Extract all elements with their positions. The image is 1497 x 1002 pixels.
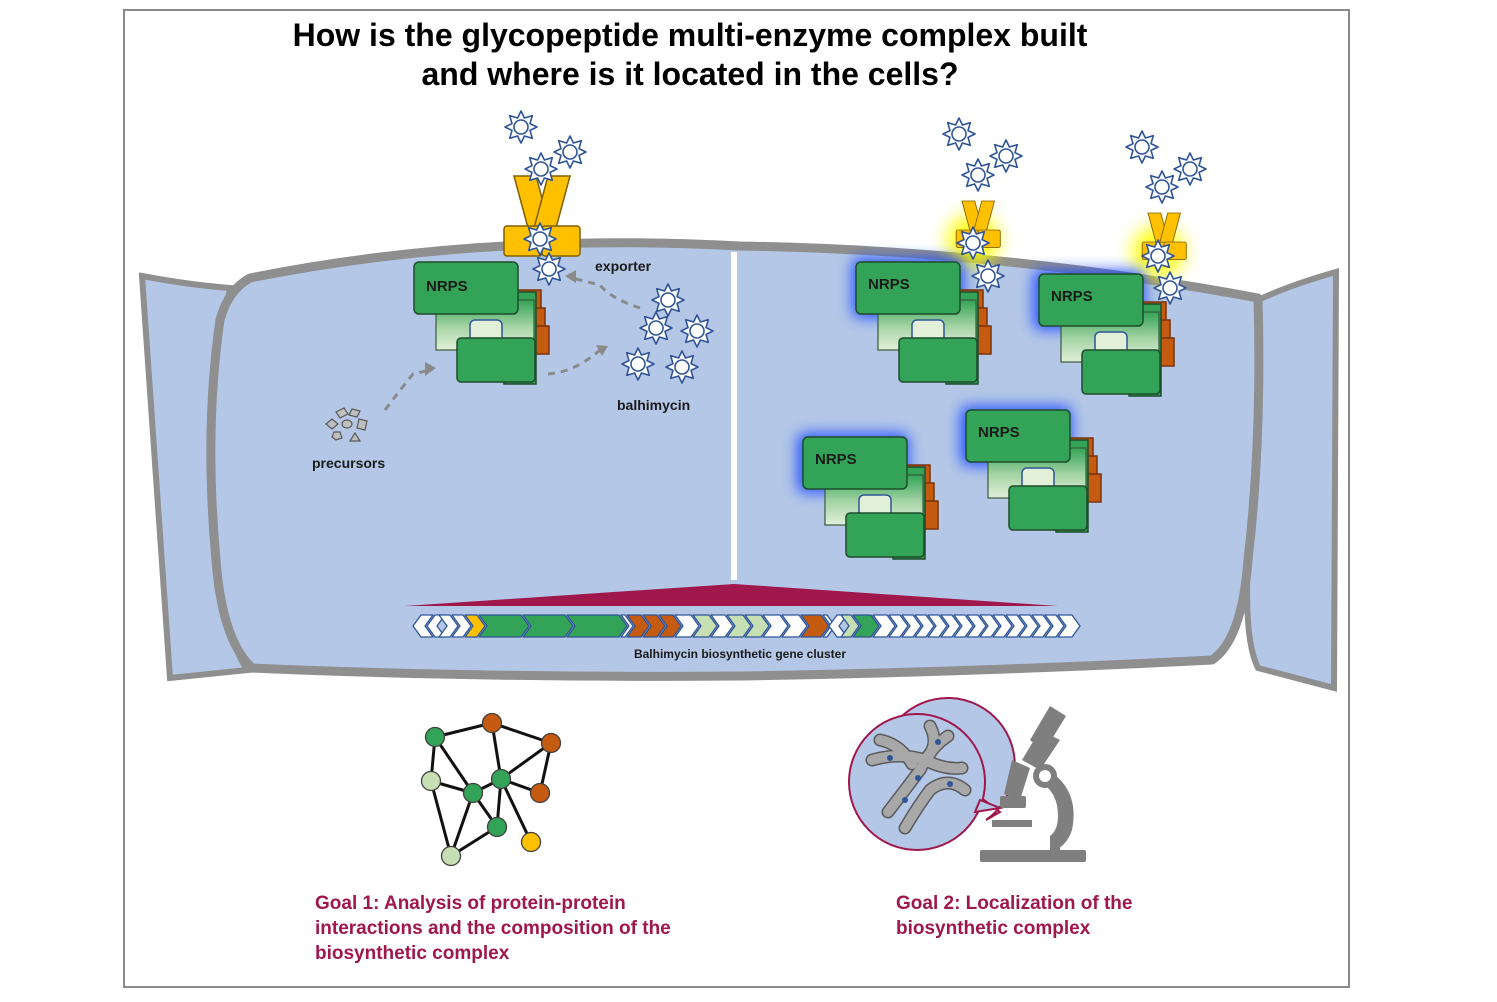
gene-arrow (464, 614, 486, 638)
gene-arrow (692, 614, 718, 638)
precursors-label: precursors (312, 455, 385, 471)
interaction-network-icon (420, 712, 562, 867)
balhimycin-label: balhimycin (617, 397, 690, 413)
gene-arrow (438, 614, 459, 638)
gene-arrow (800, 614, 830, 638)
right-nrps-complex-2: NRPS (1038, 273, 1175, 397)
gene-arrow (726, 614, 752, 638)
nrps-label: NRPS (1051, 288, 1093, 305)
gene-cluster-label: Balhimycin biosynthetic gene cluster (634, 647, 846, 661)
gene-arrow (781, 614, 808, 638)
gene-arrow (1044, 614, 1065, 638)
gene-arrow (828, 614, 848, 638)
hyphae-sample (865, 719, 972, 835)
gene-arrow (840, 614, 860, 638)
gene-arrow (451, 614, 472, 638)
gene-arrow (620, 614, 634, 638)
gene-arrow (744, 614, 770, 638)
gene-arrow (992, 614, 1013, 638)
gene-arrow (872, 614, 896, 638)
flow-arrows (383, 276, 641, 411)
gene-arrow (642, 614, 666, 638)
exporter-label: exporter (595, 258, 652, 274)
gene-arrow (1057, 614, 1081, 638)
gene-arrow (1031, 614, 1052, 638)
nrps-label: NRPS (978, 424, 1020, 441)
goal-1-line-2: interactions and the composition of the (315, 918, 671, 939)
gene-arrow (927, 614, 948, 638)
gene-arrow (953, 614, 974, 638)
gene-arrow (522, 614, 574, 638)
left-nrps-complex: NRPS (413, 261, 550, 385)
goal-2-line-2: biosynthetic complex (896, 918, 1091, 939)
nrps-label: NRPS (815, 451, 857, 468)
gene-arrow (478, 614, 530, 638)
goal-1-line-1: Goal 1: Analysis of protein-protein (315, 893, 626, 914)
gene-arrow (762, 614, 789, 638)
gene-arrow (852, 614, 880, 638)
right-nrps-complex-1: NRPS (855, 261, 992, 385)
figure-title: How is the glycopeptide multi-enzyme com… (190, 16, 1190, 94)
gene-arrow (914, 614, 935, 638)
nrps-label: NRPS (868, 276, 910, 293)
cluster-zoom-wedge (405, 584, 1058, 606)
gene-arrow (888, 614, 909, 638)
gene-arrow (966, 614, 987, 638)
goal-1-text: Goal 1: Analysis of protein-protein inte… (315, 891, 735, 966)
gene-arrow (658, 614, 682, 638)
goal-1-line-3: biosynthetic complex (315, 943, 510, 964)
right-nrps-complex-3: NRPS (802, 436, 939, 560)
goal-2-text: Goal 2: Localization of the biosynthetic… (896, 891, 1196, 941)
gene-arrow (426, 614, 446, 638)
title-line-2: and where is it located in the cells? (421, 56, 959, 92)
gene-arrow (674, 614, 700, 638)
gene-arrow (1018, 614, 1039, 638)
nrps-label: NRPS (426, 278, 468, 295)
gene-arrow (979, 614, 1000, 638)
gene-arrow (412, 614, 434, 638)
goal-2-line-1: Goal 2: Localization of the (896, 893, 1133, 914)
title-line-1: How is the glycopeptide multi-enzyme com… (292, 17, 1088, 53)
figure-frame (123, 9, 1350, 988)
right-nrps-complex-4: NRPS (965, 409, 1102, 533)
gene-arrow (566, 614, 628, 638)
balhimycin-gene-cluster (412, 614, 1081, 638)
precursor-shapes (325, 407, 368, 442)
gene-arrow (940, 614, 961, 638)
gene-arrow (626, 614, 650, 638)
gene-arrow (1005, 614, 1026, 638)
gene-arrow (710, 614, 734, 638)
microscope-icon (848, 696, 1086, 862)
gene-arrow (901, 614, 922, 638)
